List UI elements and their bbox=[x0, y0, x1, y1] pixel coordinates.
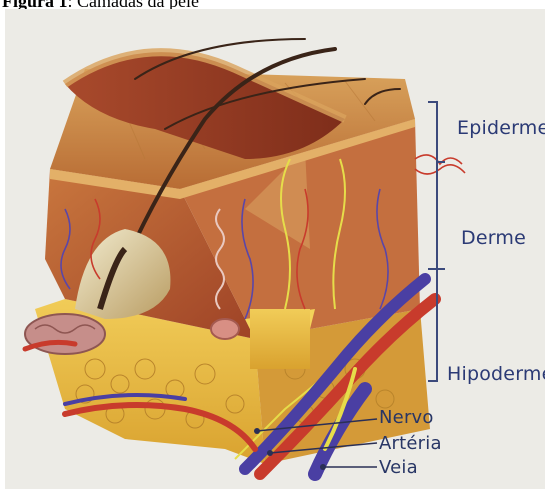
label-vein: Veia bbox=[379, 457, 418, 478]
label-dermis: Derme bbox=[461, 227, 526, 249]
skin-cross-section-drawing bbox=[5, 9, 545, 489]
label-nerve: Nervo bbox=[379, 407, 434, 428]
layer-bracket bbox=[428, 102, 445, 381]
label-hypodermis: Hipoderme bbox=[447, 363, 545, 385]
label-artery: Artéria bbox=[379, 433, 442, 454]
skin-layers-illustration: Epiderme Derme Hipoderme Nervo Artéria V… bbox=[5, 9, 545, 489]
label-epidermis: Epiderme bbox=[457, 117, 545, 139]
